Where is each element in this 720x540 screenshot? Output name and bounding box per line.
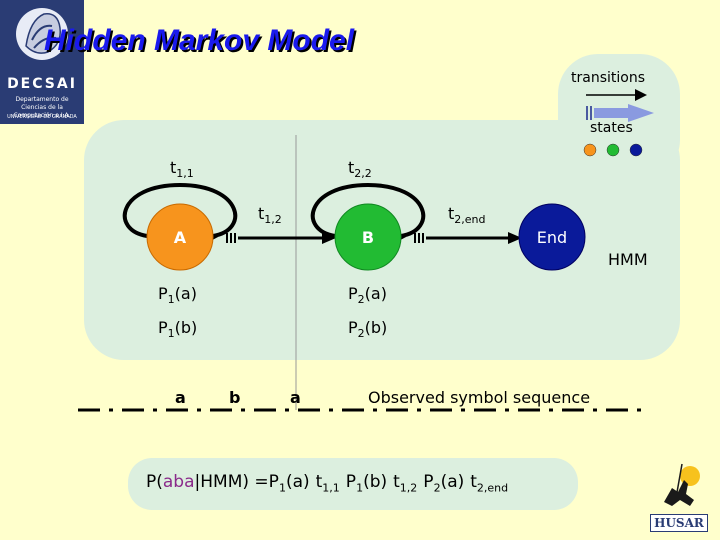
- legend-dot-orange: [583, 143, 597, 157]
- formula-term: t2,end: [470, 472, 509, 495]
- label-t11: t1,1: [170, 158, 194, 181]
- formula-term: t1,1: [315, 472, 340, 495]
- emission-p1b: P1(b): [158, 318, 198, 341]
- state-a-label: A: [174, 228, 187, 247]
- formula-box: [128, 458, 578, 510]
- state-a: [146, 203, 214, 271]
- page-title: Hidden Markov Model: [44, 24, 355, 57]
- husar-logo-text: HUSAR: [650, 514, 708, 532]
- state-end-label: End: [537, 228, 567, 247]
- formula-term: P2(a): [423, 472, 465, 495]
- state-b-label: B: [362, 228, 374, 247]
- formula-term: t1,2: [393, 472, 418, 495]
- legend-transitions-label: transitions: [571, 70, 645, 86]
- emission-p2a: P2(a): [348, 284, 387, 307]
- arrow-a-to-b: [226, 232, 336, 244]
- logo-university: UNIVERSIDAD DE GRANADA: [7, 114, 77, 120]
- legend-state-arrow: [586, 104, 654, 122]
- legend-dot-blue: [629, 143, 643, 157]
- formula-term: P1(b): [345, 472, 388, 495]
- decsai-logo: DECSAI Departamento de Ciencias de la Co…: [0, 0, 84, 124]
- self-loop-b: [310, 182, 426, 238]
- logo-subtitle: Departamento de Ciencias de la Computaci…: [13, 96, 71, 119]
- arrow-b-to-end: [414, 232, 522, 244]
- label-t22: t2,2: [348, 158, 372, 181]
- seal-icon: [16, 8, 68, 60]
- observed-symbol-1: a: [175, 388, 186, 407]
- legend-states-label: states: [590, 120, 633, 136]
- state-end: [518, 203, 586, 271]
- state-b: [334, 203, 402, 271]
- emission-p2b: P2(b): [348, 318, 388, 341]
- observed-symbol-2: b: [229, 388, 241, 407]
- formula-term: P1(a): [268, 472, 310, 495]
- observed-caption: Observed symbol sequence: [368, 388, 591, 407]
- self-loop-a: [122, 182, 238, 238]
- emission-p1a: P1(a): [158, 284, 197, 307]
- legend-dot-green: [606, 143, 620, 157]
- hmm-label: HMM: [608, 250, 648, 269]
- logo-name: DECSAI: [7, 76, 77, 92]
- label-t2end: t2,end: [448, 204, 486, 227]
- observed-symbol-3: a: [290, 388, 301, 407]
- husar-rider-icon: [664, 463, 700, 506]
- label-t12: t1,2: [258, 204, 282, 227]
